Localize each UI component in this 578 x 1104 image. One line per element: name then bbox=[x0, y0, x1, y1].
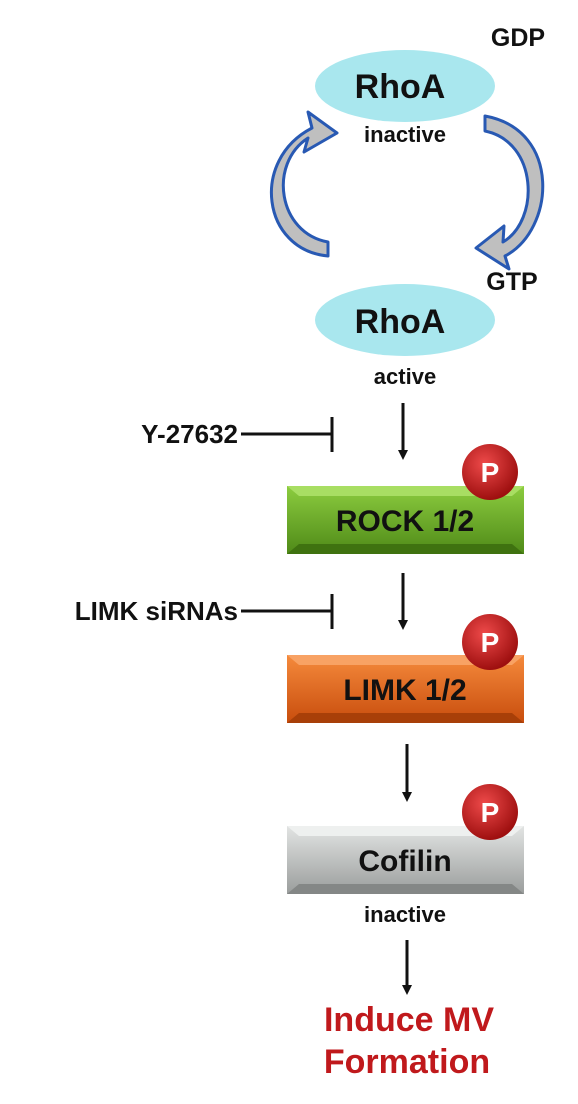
cofilin-box-bevel-bottom bbox=[287, 884, 524, 894]
rhoa-active-label: RhoA bbox=[355, 303, 446, 341]
rhoa-active-state-label: active bbox=[374, 364, 436, 389]
outcome: Induce MV Formation bbox=[324, 1001, 494, 1081]
limk-sirna-label: LIMK siRNAs bbox=[75, 596, 238, 626]
limk-label: LIMK 1/2 bbox=[343, 674, 466, 707]
cofilin-state-label: inactive bbox=[364, 902, 446, 927]
rock-phospho-badge bbox=[462, 444, 518, 500]
cycle-arrow-left bbox=[269, 110, 339, 258]
rock-box-bevel-top bbox=[287, 486, 524, 496]
gdp-label: GDP bbox=[491, 24, 545, 52]
rhoa-inactive-label: RhoA bbox=[355, 68, 446, 106]
limk-box-bevel-bottom bbox=[287, 713, 524, 723]
rock-label: ROCK 1/2 bbox=[336, 505, 474, 538]
cofilin-box-bevel-top bbox=[287, 826, 524, 836]
limk-phospho-badge bbox=[462, 614, 518, 670]
cofilin-phospho-badge bbox=[462, 784, 518, 840]
rock-node: ROCK 1/2 P bbox=[287, 444, 524, 554]
rhoa-inactive-state-label: inactive bbox=[364, 122, 446, 147]
rhoa-inactive-node: RhoA GDP inactive bbox=[315, 24, 545, 147]
y27632-label: Y-27632 bbox=[141, 419, 238, 449]
y27632-inhibitor: Y-27632 bbox=[141, 417, 334, 452]
rhoa-inactive-ellipse bbox=[315, 50, 495, 122]
cofilin-phospho-label: P bbox=[481, 797, 500, 828]
cycle-arrow-right bbox=[474, 114, 545, 271]
gtp-label: GTP bbox=[486, 268, 537, 296]
rhoa-active-node: RhoA GTP active bbox=[315, 268, 538, 389]
limk-node: LIMK 1/2 P bbox=[287, 614, 524, 723]
outcome-line1: Induce MV bbox=[324, 1001, 494, 1039]
cofilin-node: Cofilin P inactive bbox=[287, 784, 524, 927]
limk-phospho-label: P bbox=[481, 627, 500, 658]
rhoa-active-ellipse bbox=[315, 284, 495, 356]
rock-phospho-label: P bbox=[481, 457, 500, 488]
rock-box-bevel-bottom bbox=[287, 544, 524, 554]
limk-sirna-inhibitor: LIMK siRNAs bbox=[75, 594, 334, 629]
limk-box-bevel-top bbox=[287, 655, 524, 665]
cofilin-label: Cofilin bbox=[358, 845, 451, 878]
outcome-line2: Formation bbox=[324, 1043, 490, 1081]
